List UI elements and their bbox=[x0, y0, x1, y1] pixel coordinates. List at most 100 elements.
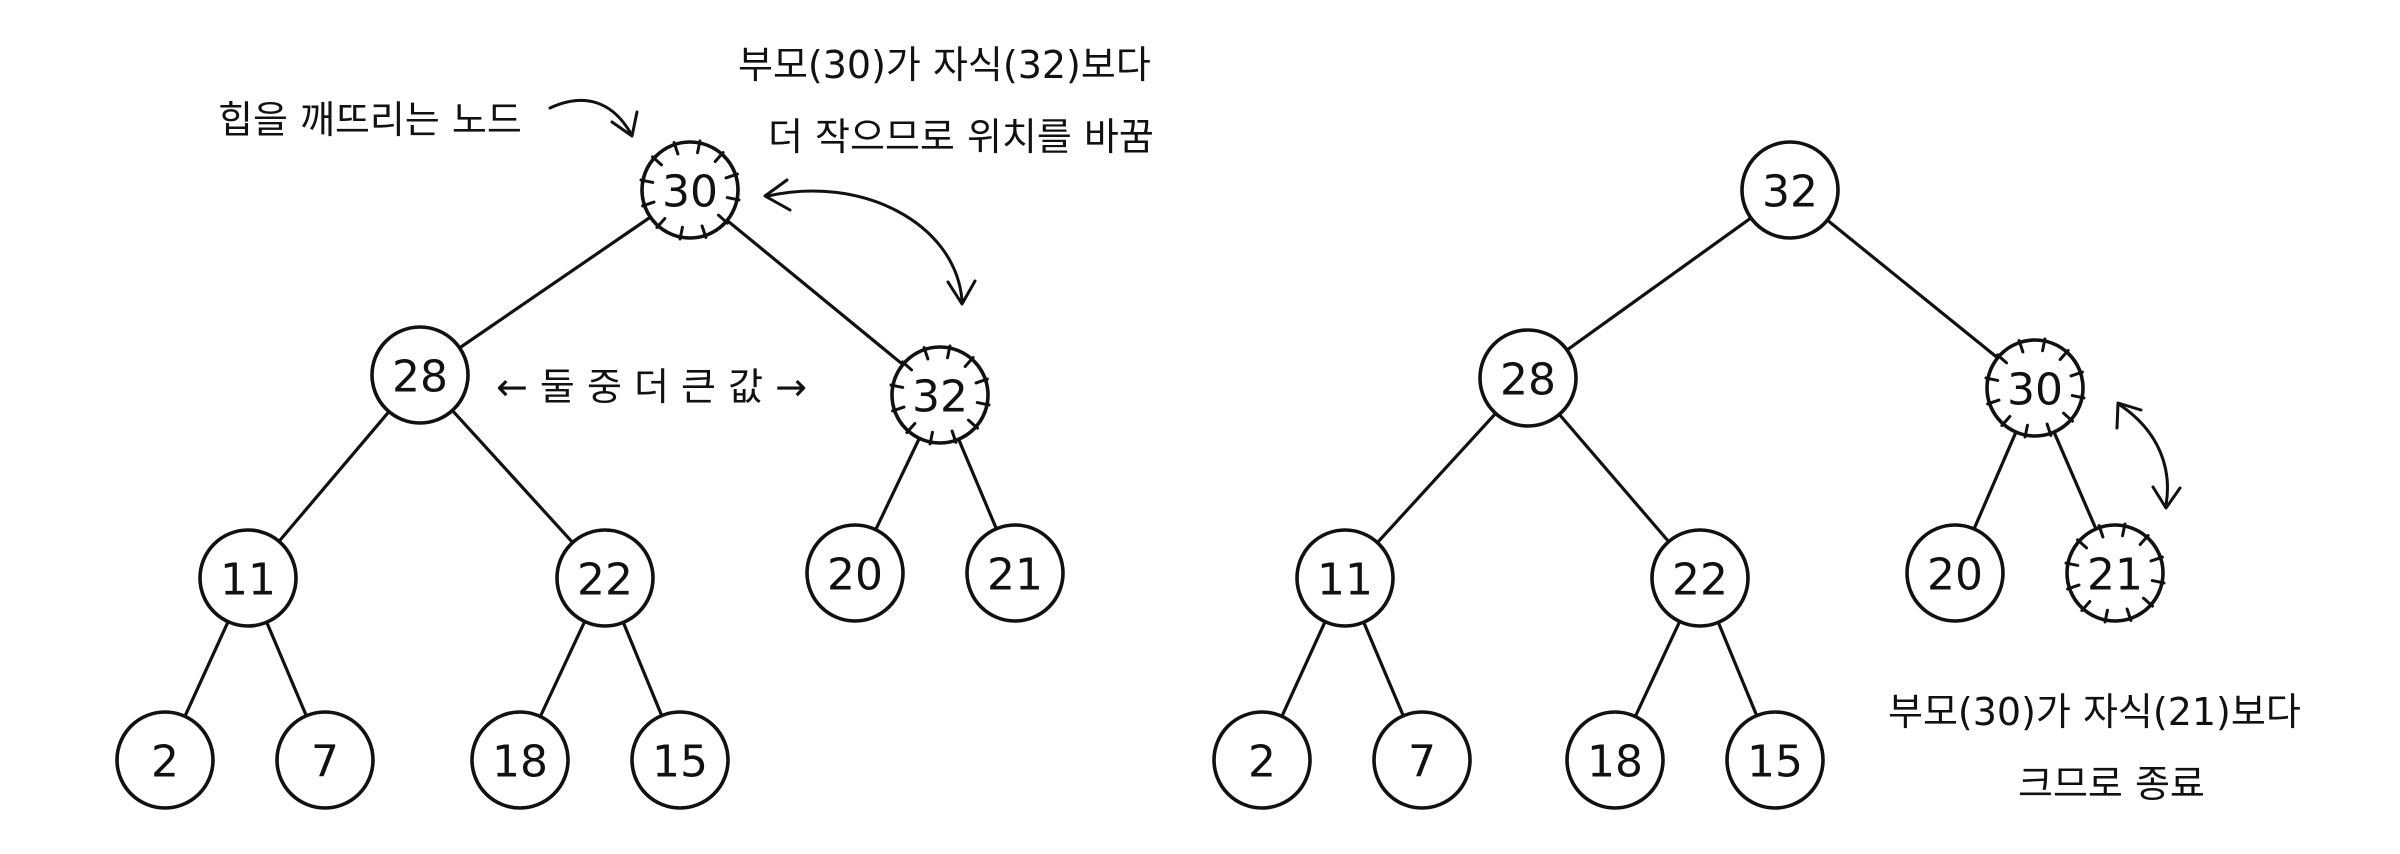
node-dash-mark bbox=[889, 383, 905, 389]
swap-arrow bbox=[763, 178, 977, 306]
tree-edge bbox=[621, 620, 664, 718]
tree-edge bbox=[457, 215, 653, 350]
tree-edge bbox=[725, 218, 905, 367]
tree-node: 15 bbox=[1725, 710, 1825, 810]
stop-reason-line1: 부모(30)가 자식(21)보다 bbox=[1888, 690, 2301, 734]
node-value: 20 bbox=[827, 550, 883, 601]
node-circle bbox=[275, 710, 375, 810]
swap-reason-line2: 더 작으므로 위치를 바꿈 bbox=[768, 115, 1154, 159]
heap-violation-label: 힙을 깨뜨리는 노드 bbox=[218, 98, 522, 142]
tree-node: 15 bbox=[630, 710, 730, 810]
node-value: 21 bbox=[2087, 550, 2143, 601]
node-dash-mark bbox=[2076, 538, 2089, 550]
node-dash-mark bbox=[928, 430, 934, 446]
node-dash-mark bbox=[901, 360, 914, 372]
swap-reason-line1: 부모(30)가 자식(32)보다 bbox=[738, 43, 1151, 87]
node-dash-mark bbox=[2000, 414, 2012, 427]
node-dash-mark bbox=[975, 401, 991, 407]
node-value: 20 bbox=[1927, 550, 1983, 601]
tree-node: 11 bbox=[198, 528, 298, 628]
tree-node: 32 bbox=[1740, 140, 1840, 240]
node-circle bbox=[470, 710, 570, 810]
node-value: 28 bbox=[1500, 355, 1556, 406]
tree-edge bbox=[1280, 620, 1327, 718]
node-circle bbox=[630, 710, 730, 810]
node-circle bbox=[1295, 528, 1395, 628]
node-circle bbox=[1212, 710, 1312, 810]
node-dash-mark bbox=[724, 172, 739, 180]
tree-edges bbox=[183, 215, 2098, 719]
tree-edge bbox=[874, 436, 921, 532]
node-circle bbox=[115, 710, 215, 810]
node-value: 30 bbox=[2007, 365, 2063, 416]
tree-node: 20 bbox=[1905, 523, 2005, 623]
node-dash-mark bbox=[655, 216, 667, 229]
node-dash-mark bbox=[891, 405, 906, 413]
node-dash-mark bbox=[2023, 423, 2029, 439]
tree-edge bbox=[277, 410, 391, 543]
node-circle bbox=[555, 528, 655, 628]
tree-node: 28 bbox=[370, 325, 470, 425]
node-circle bbox=[1985, 338, 2085, 438]
node-value: 2 bbox=[151, 737, 179, 788]
node-dash-mark bbox=[2061, 411, 2074, 423]
node-dash-mark bbox=[2064, 561, 2080, 567]
tree-edge bbox=[1362, 620, 1405, 718]
tree-edge bbox=[1825, 218, 2000, 360]
node-circle bbox=[1565, 710, 1665, 810]
node-circle bbox=[370, 325, 470, 425]
node-value: 18 bbox=[1587, 737, 1643, 788]
node-circle bbox=[890, 345, 990, 445]
node-value: 32 bbox=[1762, 167, 1818, 218]
node-dash-mark bbox=[725, 196, 741, 202]
tree-node: 2 bbox=[115, 710, 215, 810]
node-dash-mark bbox=[651, 155, 664, 167]
node-dash-mark bbox=[2069, 370, 2084, 378]
node-value: 11 bbox=[220, 555, 276, 606]
node-dash-mark bbox=[966, 418, 979, 430]
node-circle bbox=[198, 528, 298, 628]
node-dash-mark bbox=[2125, 607, 2133, 622]
tree-node: 20 bbox=[805, 523, 905, 623]
tree-edge bbox=[1633, 619, 1682, 719]
node-dash-mark bbox=[950, 429, 958, 444]
node-dash-mark bbox=[2149, 555, 2164, 563]
tree-edge bbox=[1972, 430, 2018, 531]
tree-edge bbox=[957, 437, 998, 531]
node-dash-mark bbox=[2150, 579, 2166, 585]
node-dash-mark bbox=[1986, 398, 2001, 406]
node-dash-mark bbox=[2066, 583, 2081, 591]
tree-node: 18 bbox=[470, 710, 570, 810]
tree-node: 11 bbox=[1295, 528, 1395, 628]
node-dash-mark bbox=[696, 139, 702, 155]
node-value: 22 bbox=[1672, 555, 1728, 606]
node-value: 22 bbox=[577, 555, 633, 606]
tree-node: 22 bbox=[555, 528, 655, 628]
tree-node: 2 bbox=[1212, 710, 1312, 810]
node-dash-mark bbox=[2121, 522, 2127, 538]
node-dash-mark bbox=[922, 346, 930, 361]
node-value: 15 bbox=[1747, 737, 1803, 788]
stop-reason-line2: 크므로 종료 bbox=[2018, 762, 2205, 806]
node-dash-mark bbox=[963, 356, 975, 369]
node-dash-mark bbox=[2138, 534, 2150, 547]
node-value: 18 bbox=[492, 737, 548, 788]
node-dash-mark bbox=[716, 213, 729, 225]
node-dash-mark bbox=[2070, 394, 2086, 400]
tree-node: 21 bbox=[965, 523, 1065, 623]
node-value: 30 bbox=[662, 167, 718, 218]
node-circle bbox=[1478, 328, 1578, 428]
larger-child-label: ← 둘 중 더 큰 값 → bbox=[496, 365, 807, 409]
node-dash-mark bbox=[946, 344, 952, 360]
node-dash-mark bbox=[2058, 349, 2070, 362]
node-dash-mark bbox=[672, 141, 680, 156]
tree-node: 28 bbox=[1478, 328, 1578, 428]
node-dash-mark bbox=[1996, 353, 2009, 365]
node-value: 15 bbox=[652, 737, 708, 788]
tree-edge bbox=[1557, 412, 1671, 544]
highlighted-tree-node: 21 bbox=[2064, 522, 2166, 624]
tree-edge bbox=[1565, 216, 1753, 352]
tree-node: 22 bbox=[1650, 528, 1750, 628]
